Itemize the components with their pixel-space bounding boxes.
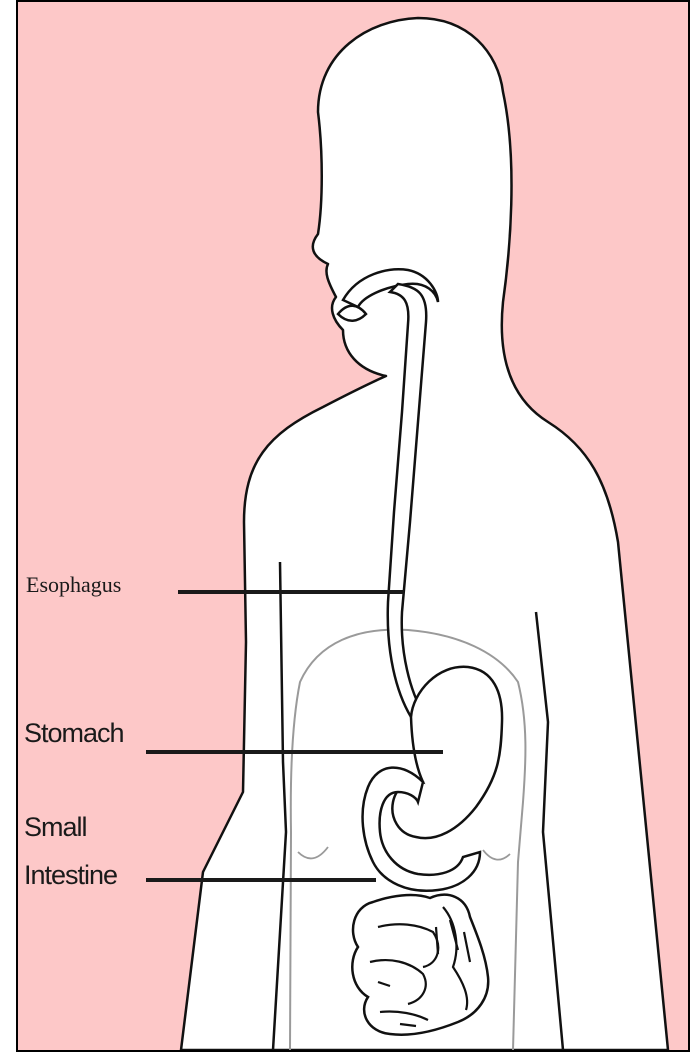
digestive-system-diagram [18,2,688,1050]
stomach-label: Stomach [24,720,124,747]
small-intestine-label-line1: Small [24,814,87,841]
small-intestine-label-line2: Intestine [24,862,117,889]
diagram-frame: Esophagus Stomach Small Intestine [16,0,690,1052]
esophagus-label: Esophagus [26,574,121,596]
intestine-coils [352,895,488,1035]
